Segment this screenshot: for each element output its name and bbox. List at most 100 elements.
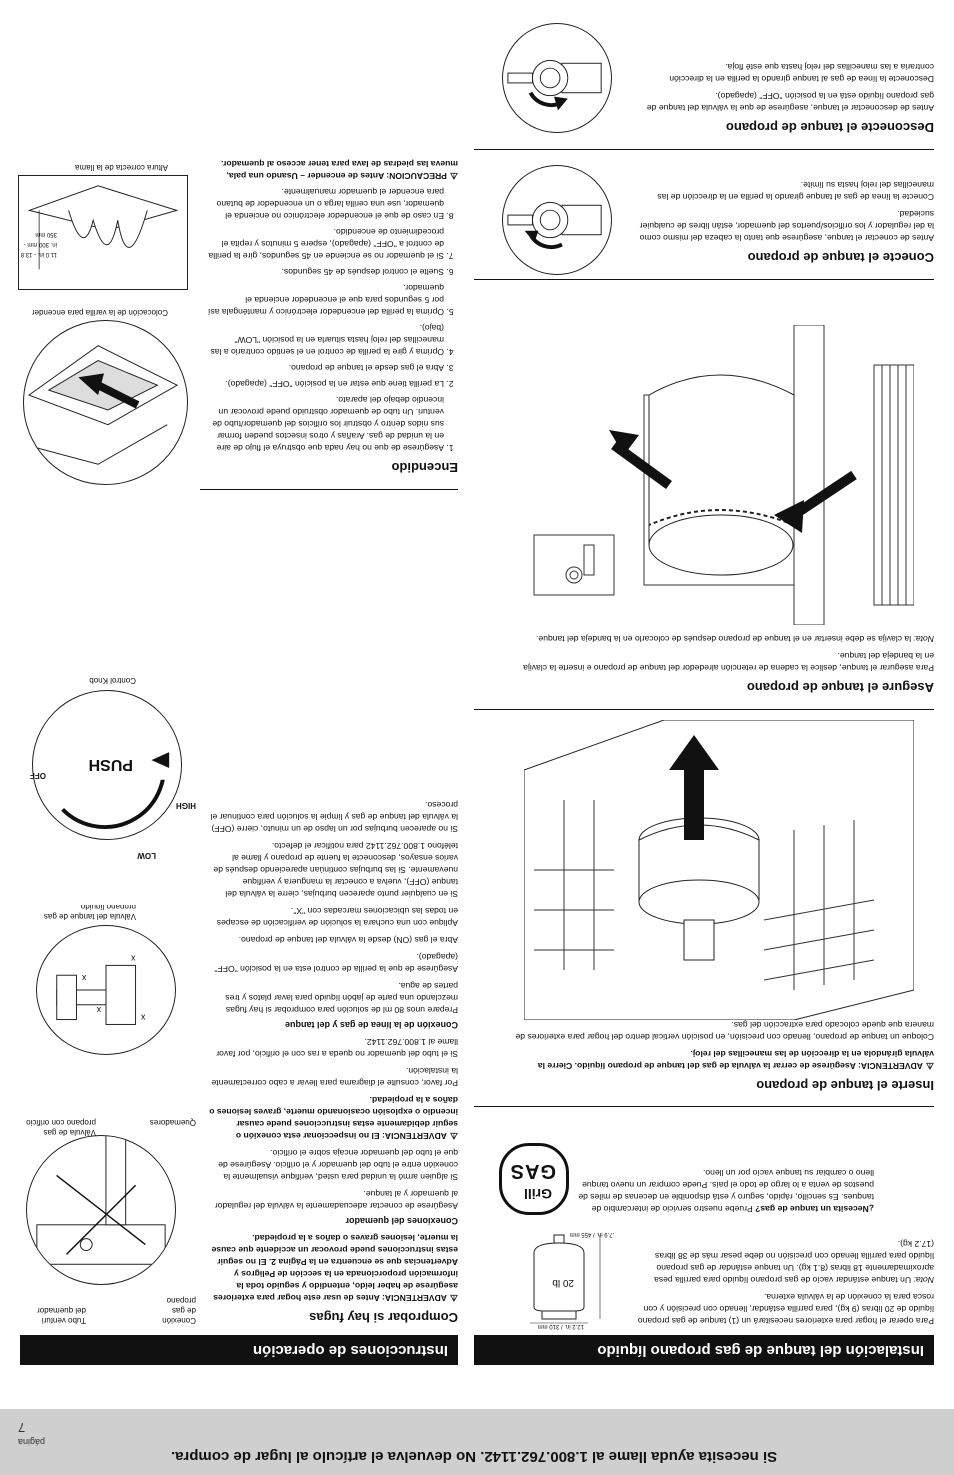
tank-width-label: 12.2 in. / 310 mm	[537, 1323, 584, 1329]
call-p: Si el tubo del quemador no queda a ras c…	[216, 1037, 458, 1059]
ignition-step: Suelte el control después de 45 segundos…	[208, 266, 444, 278]
tank-chain-icon	[524, 325, 914, 625]
insert-body: Coloque un tanque de propano, llenado co…	[515, 1020, 934, 1042]
propane-tank-icon	[530, 1234, 601, 1324]
tank-height-label: 17.9 in. / 455 mm	[569, 1231, 614, 1237]
gasline-p5: Si en cualquier punto aparecen burbujas,…	[213, 841, 458, 899]
section-insert	[474, 1106, 934, 1107]
burner-connection-figure: Conexión de gas propano Tubo venturi del…	[20, 1115, 196, 1325]
knob-high-label: HIGH	[176, 801, 196, 810]
knob-off-label: OFF	[30, 771, 46, 780]
burner-venturi-icon	[36, 1136, 166, 1265]
gasline-heading: Conexión de la línea de gas y del tanque	[284, 1020, 458, 1030]
section-banner-propane: Instalación del tanque de gas propano lí…	[474, 1335, 934, 1365]
ignition-caution: ⚠PRECAUCION: Antes de encender – Usando …	[221, 159, 458, 181]
exchange-label: ¿Necesita un tanque de gas?	[755, 1204, 874, 1214]
caption-tank-valve: Válvula del tanque de gas propano líquid…	[43, 905, 136, 921]
leak-block: Comprobar si hay fugas ⚠ADVERTENCIA: Ant…	[208, 794, 458, 1335]
flame-caption: Altura correcta de la llama	[75, 163, 168, 172]
valve-counterclockwise-icon	[507, 59, 602, 111]
ignition-step: Oprima la perilla del encendedor electró…	[208, 282, 444, 318]
ignition-step: Oprima y gire la perilla de control en e…	[208, 322, 444, 358]
caution-icon: ⚠	[449, 171, 458, 181]
svg-text:x: x	[96, 1005, 101, 1015]
gasline-p6: Si no aparecen burbujas por un lapso de …	[210, 800, 458, 834]
connect-valve-figure	[502, 165, 612, 275]
burner-p1: Asegúrese de conectar adecuadamente la v…	[214, 1189, 458, 1211]
caption-burners: Quemadores	[149, 1118, 196, 1127]
svg-text:x: x	[140, 1013, 145, 1023]
insert-title: Inserte el tanque de propano	[756, 1078, 934, 1093]
note-label: Nota:	[913, 1275, 934, 1285]
insert-tank-figure	[524, 720, 914, 1020]
intro-note: Nota: Un tanque estándar vacío de gas pr…	[634, 1238, 934, 1286]
gasline-p3: Abra el gas (ON) desde la válvula del ta…	[238, 935, 458, 945]
leak-warning: ⚠ADVERTENCIA: Antes de usar este hogar p…	[211, 1233, 458, 1303]
ignition-steps: Asegúrese de que no hay nada que obstruy…	[208, 186, 458, 454]
lighting-rod-icon	[24, 345, 179, 465]
warning-icon: ⚠	[449, 1293, 458, 1303]
disconnect-p2: Desconecte la línea de gas al tanque gir…	[669, 62, 934, 84]
knob-dial-icon	[42, 740, 172, 829]
grill-gas-logo: Grill GAS	[499, 1143, 569, 1215]
flame-icon	[27, 185, 179, 270]
caption-orifice-valve: Válvula de gas propano con orificio	[26, 1118, 96, 1137]
logo-line1: Grill	[523, 1186, 552, 1202]
tank-figure: 20 lb 12.2 in. / 310 mm 17.9 in. / 455 m…	[504, 1231, 614, 1331]
section-banner-operation: Instrucciones de operación	[20, 1335, 458, 1365]
logo-line2: GAS	[509, 1160, 556, 1182]
tank-weight-label: 20 lb	[552, 1277, 574, 1288]
flame-measure: 11.0 in. - 13.8 in. 300 mm - 350 mm	[20, 231, 57, 257]
burner-heading: Conexiones del quemador	[345, 1216, 458, 1226]
ignition-step: La perilla tiene que estar en la posició…	[208, 378, 444, 390]
tank-in-fireplace-icon	[524, 720, 914, 1020]
column-propane-install: Instalación del tanque de gas propano lí…	[474, 23, 934, 1365]
tank-valve-figure: x x x x Válvula del tanque de gas propan…	[20, 905, 196, 1055]
exchange-text: ¿Necesita un tanque de gas? Pruebe nuest…	[574, 1167, 874, 1215]
burner-p2: Si alguien armó la unidad para usted, ve…	[218, 1148, 458, 1182]
control-knob: PUSH	[32, 690, 182, 840]
section-connect	[474, 279, 934, 280]
leak-warning-2: ⚠ADVERTENCIA: El no inspeccionar esta co…	[209, 1095, 458, 1141]
column-operation: Instrucciones de operación Comprobar si …	[18, 159, 458, 1365]
secure-note: Nota: la clavija se debe insertar en el …	[536, 634, 934, 644]
section-secure	[474, 709, 934, 710]
gasline-p2: Asegúrese de que la perilla de control e…	[214, 952, 458, 974]
footer-bar: Si necesita ayuda llame al 1.800.762.114…	[0, 1409, 954, 1475]
disconnect-valve-figure	[502, 23, 612, 133]
ignition-step: En caso de que el encendedor electrónico…	[208, 186, 444, 222]
ignition-block: Encendido Asegúrese de que no hay nada q…	[208, 153, 458, 485]
help-line: Si necesita ayuda llame al 1.800.762.114…	[170, 1448, 778, 1465]
knob-low-label: LOW	[137, 851, 156, 860]
disconnect-title: Desconecte el tanque de propano	[725, 120, 934, 135]
tank-valve-icon: x x x x	[56, 954, 145, 1025]
secure-title: Asegure el tanque de propano	[746, 680, 934, 695]
connect-p1: Antes de conectar el tanque, asegúrese q…	[639, 209, 934, 243]
disconnect-p1: Antes de desconectar el tanque, asegúres…	[646, 91, 934, 113]
valve-clockwise-icon	[507, 201, 602, 250]
tank-valve-circle: x x x x	[36, 925, 176, 1055]
insert-block: Inserte el tanque de propano ⚠ADVERTENCI…	[514, 1014, 934, 1103]
rod-caption: Colocación de la varilla para encender	[31, 308, 168, 317]
ignition-step: Abra el gas desde el tanque de propano.	[208, 362, 444, 374]
intro-block: Para operar el hogar para exteriores nec…	[634, 1233, 934, 1327]
secure-block: Asegure el tanque de propano Para asegur…	[514, 628, 934, 705]
control-knob-figure: PUSH OFF HIGH LOW Control Knob	[20, 670, 196, 860]
connect-p2: Conecte la línea de gas al tanque girand…	[657, 180, 934, 202]
burner-detail-circle	[26, 1135, 176, 1285]
ignition-step: Si el quemador no se enciende en 45 segu…	[208, 226, 444, 262]
section-disconnect	[474, 149, 934, 150]
gasline-p4: Aplique con una cuchara la solución de v…	[216, 906, 458, 928]
secure-tank-figure	[524, 325, 914, 625]
svg-text:x: x	[81, 973, 86, 983]
page-label: página	[18, 1437, 46, 1447]
page-number: 7	[18, 1420, 26, 1435]
rod-placement-figure	[23, 320, 188, 485]
exchange-block: ¿Necesita un tanque de gas? Pruebe nuest…	[574, 1162, 874, 1215]
knob-push-label: PUSH	[88, 756, 133, 773]
svg-text:x: x	[131, 954, 136, 964]
ignition-rule	[200, 489, 458, 490]
caption-venturi: Tubo venturi del quemador	[37, 1306, 86, 1325]
ignition-step: Asegúrese de que no hay nada que obstruy…	[208, 394, 444, 454]
knob-caption: Control Knob	[89, 676, 136, 685]
